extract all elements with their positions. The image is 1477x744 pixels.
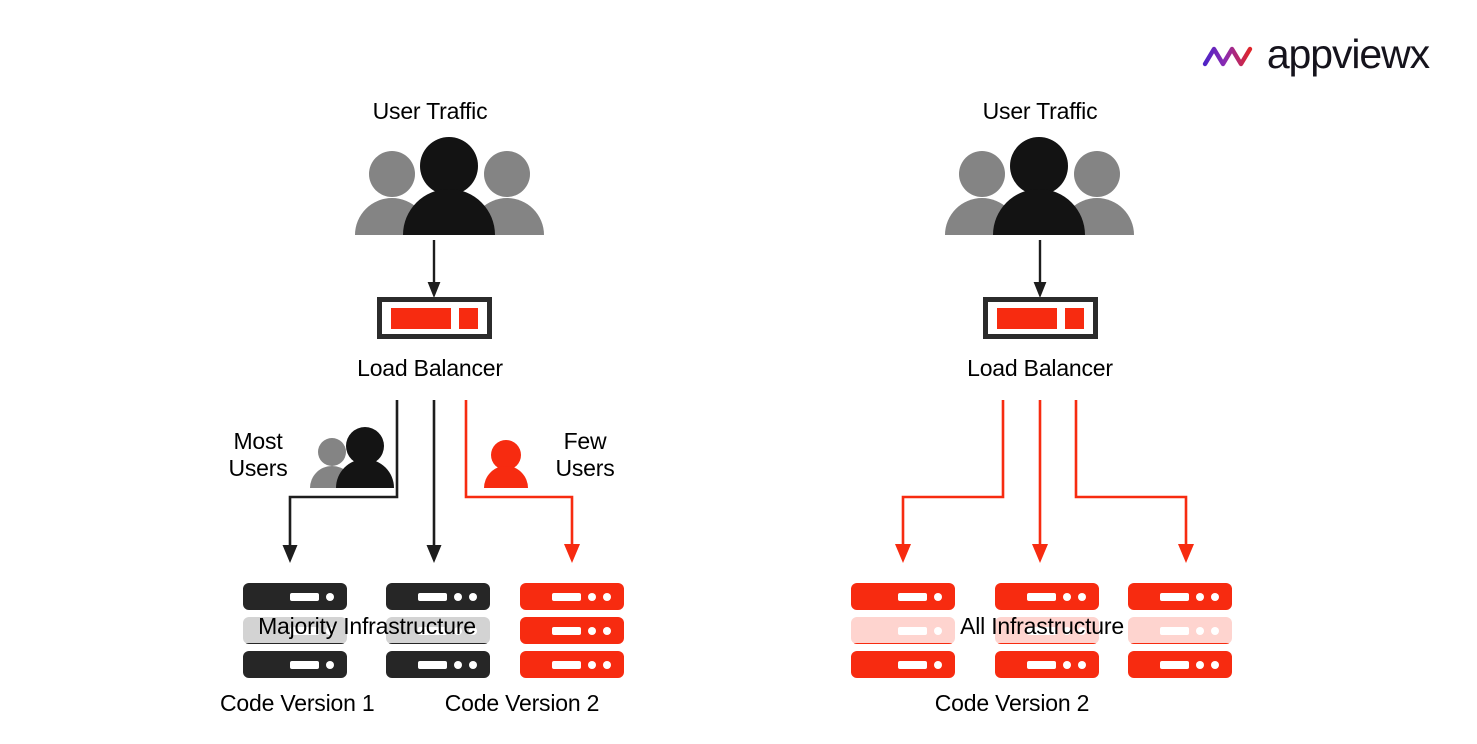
lb-bar-secondary	[459, 307, 478, 329]
server-status-dot	[1063, 592, 1071, 601]
arrow-users-to-load-balancer	[427, 240, 441, 300]
server-status-dot	[588, 626, 596, 635]
server-led-bar	[898, 660, 927, 669]
connector-left	[895, 400, 1005, 563]
connector-right	[1074, 400, 1194, 563]
server-status-dot	[603, 626, 611, 635]
server-status-dot	[1196, 592, 1204, 601]
server-led-bar	[290, 592, 319, 601]
server-unit	[1128, 583, 1232, 610]
server-unit	[851, 651, 955, 678]
user-traffic-label: User Traffic	[982, 98, 1098, 124]
server-status-dot	[326, 592, 334, 601]
connector-most-users	[282, 400, 399, 563]
appviewx-wave-mark-icon	[1202, 40, 1257, 70]
user-traffic-label: User Traffic	[372, 98, 488, 124]
load-balancer-icon	[983, 297, 1098, 339]
full-rollout-phase-panel: User Traffic Load Balancer	[790, 0, 1350, 744]
majority-infrastructure-band: Majority Infrastructure	[238, 610, 496, 643]
server-status-dot	[454, 660, 462, 669]
connector-middle	[1032, 400, 1048, 563]
rack-code-version-2	[520, 583, 624, 678]
server-led-bar	[552, 626, 581, 635]
server-unit	[520, 583, 624, 610]
two-users-icon	[310, 427, 394, 488]
server-status-dot	[1063, 660, 1071, 669]
server-status-dot	[469, 660, 477, 669]
code-version-2-label: Code Version 2	[934, 690, 1090, 716]
server-unit	[851, 583, 955, 610]
server-status-dot	[934, 592, 942, 601]
server-unit	[995, 583, 1099, 610]
canary-phase-panel: User Traffic Load Balancer	[150, 0, 710, 744]
server-unit	[995, 651, 1099, 678]
few-users-label-line2: Users	[555, 455, 615, 482]
appviewx-logo: appviewx	[1202, 31, 1430, 77]
server-status-dot	[1078, 592, 1086, 601]
branch-connectors	[150, 395, 710, 575]
server-status-dot	[603, 660, 611, 669]
arrow-users-to-load-balancer	[1033, 240, 1047, 300]
server-status-dot	[588, 660, 596, 669]
connector-middle	[426, 400, 442, 563]
server-unit	[1128, 651, 1232, 678]
server-led-bar	[290, 660, 319, 669]
server-status-dot	[326, 660, 334, 669]
code-version-1-label: Code Version 1	[220, 690, 375, 716]
server-led-bar	[1160, 660, 1189, 669]
most-users-label: Most Users	[208, 428, 308, 482]
server-status-dot	[588, 592, 596, 601]
server-led-bar	[1027, 592, 1056, 601]
server-unit	[520, 617, 624, 644]
server-status-dot	[454, 592, 462, 601]
server-status-dot	[469, 592, 477, 601]
few-users-label: Few Users	[535, 428, 635, 482]
server-led-bar	[418, 592, 447, 601]
load-balancer-label: Load Balancer	[967, 355, 1113, 381]
server-unit	[243, 651, 347, 678]
users-group-icon	[353, 137, 546, 235]
load-balancer-icon	[377, 297, 492, 339]
server-unit	[243, 583, 347, 610]
server-status-dot	[1211, 592, 1219, 601]
server-led-bar	[552, 592, 581, 601]
server-unit	[386, 583, 490, 610]
branch-connectors	[790, 395, 1290, 575]
server-status-dot	[603, 592, 611, 601]
appviewx-wordmark: appviewx	[1266, 31, 1430, 77]
lb-bar-primary	[997, 307, 1058, 329]
load-balancer-label: Load Balancer	[357, 355, 503, 381]
server-unit	[386, 651, 490, 678]
users-group-icon	[943, 137, 1136, 235]
server-led-bar	[1160, 592, 1189, 601]
code-version-2-label: Code Version 2	[444, 690, 600, 716]
server-led-bar	[1027, 660, 1056, 669]
server-status-dot	[1196, 660, 1204, 669]
server-unit	[520, 651, 624, 678]
server-status-dot	[934, 660, 942, 669]
server-led-bar	[552, 660, 581, 669]
server-status-dot	[1211, 660, 1219, 669]
lb-bar-secondary	[1065, 307, 1084, 329]
single-user-icon	[483, 438, 529, 488]
server-led-bar	[418, 660, 447, 669]
most-users-label-line2: Users	[228, 455, 288, 482]
most-users-label-line1: Most	[233, 428, 283, 454]
server-led-bar	[898, 592, 927, 601]
lb-bar-primary	[391, 307, 452, 329]
few-users-label-line1: Few	[563, 428, 607, 454]
all-infrastructure-band: All Infrastructure	[847, 610, 1237, 643]
connector-few-users	[464, 400, 580, 563]
server-status-dot	[1078, 660, 1086, 669]
